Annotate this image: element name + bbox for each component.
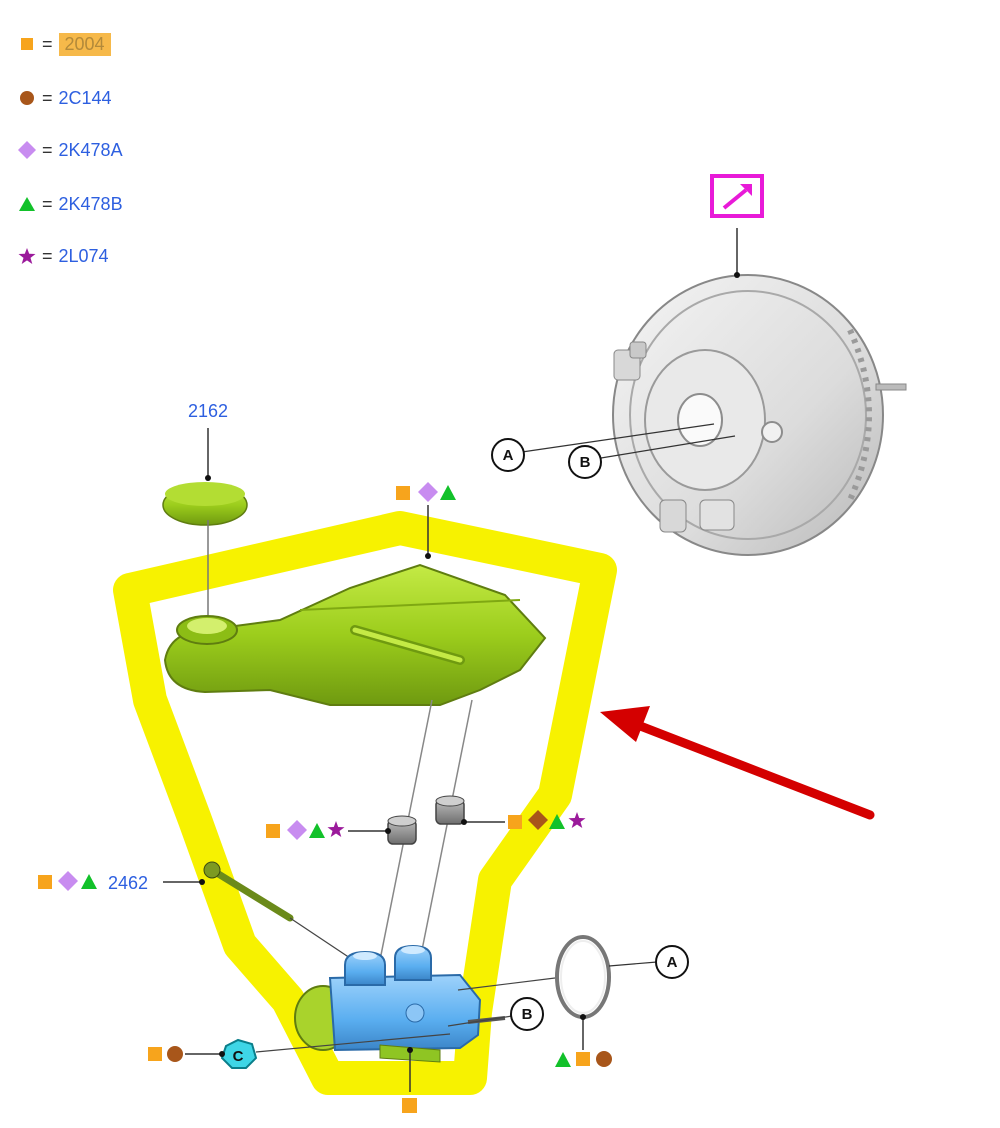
part-label-2162[interactable]: 2162 xyxy=(188,401,228,421)
legend-row-2c144: = 2C144 xyxy=(14,86,112,110)
callout-b-cylinder: B xyxy=(510,997,544,1031)
grommet-right-callout xyxy=(461,810,586,830)
callout-b-label: B xyxy=(580,454,591,471)
grommet-left-callout xyxy=(266,820,391,840)
o-ring-callout-symbols xyxy=(555,1051,612,1067)
callout-b-booster: B xyxy=(568,435,736,479)
callout-a-oring: A xyxy=(655,945,689,979)
brake-sensor-rod[interactable] xyxy=(203,861,351,959)
callout-c-label: C xyxy=(233,1048,244,1065)
reservoir-callout-symbols xyxy=(396,482,456,559)
part-label-2462[interactable]: 2462 xyxy=(108,873,148,893)
circle-symbol-icon xyxy=(14,90,40,106)
sensor-2462-callout xyxy=(38,871,97,891)
bottom-callout-square-icon xyxy=(402,1098,417,1113)
master-cylinder[interactable] xyxy=(294,944,506,1063)
legend-row-2k478b: = 2K478B xyxy=(14,192,123,216)
reservoir-cap[interactable] xyxy=(162,482,248,526)
o-ring-seal[interactable] xyxy=(555,935,611,1019)
callout-a-label: A xyxy=(503,447,514,464)
legend-row-2k478a: = 2K478A xyxy=(14,138,123,162)
diamond-symbol-icon xyxy=(14,140,40,160)
highlight-outline xyxy=(113,511,617,1095)
triangle-symbol-icon xyxy=(14,196,40,212)
legend-code-2c144[interactable]: 2C144 xyxy=(58,87,112,108)
grommet-left[interactable] xyxy=(387,815,417,845)
legend-equals: = xyxy=(42,33,53,54)
callout-a-booster: A xyxy=(491,423,715,472)
brake-booster[interactable] xyxy=(612,228,907,556)
legend-equals: = xyxy=(42,139,53,160)
star-symbol-icon xyxy=(14,247,40,265)
nut-callout-symbols xyxy=(148,1046,225,1062)
legend-equals: = xyxy=(42,245,53,266)
legend-code-2k478a[interactable]: 2K478A xyxy=(58,139,123,160)
arrow-link-icon[interactable] xyxy=(710,174,764,218)
legend-code-2l074[interactable]: 2L074 xyxy=(58,245,109,266)
callout-nut-c[interactable]: C xyxy=(220,1038,258,1069)
legend-row-2004: = 2004 xyxy=(14,32,111,56)
grommet-right[interactable] xyxy=(435,795,465,825)
legend-equals: = xyxy=(42,193,53,214)
legend-row-2l074: = 2L074 xyxy=(14,244,109,268)
brake-fluid-reservoir[interactable] xyxy=(163,563,547,706)
callout-a-label: A xyxy=(667,954,678,971)
square-symbol-icon xyxy=(14,36,40,52)
legend-equals: = xyxy=(42,87,53,108)
legend-code-2004[interactable]: 2004 xyxy=(58,32,111,56)
pointer-arrow xyxy=(600,706,875,820)
legend-code-2k478b[interactable]: 2K478B xyxy=(58,193,123,214)
callout-b-label: B xyxy=(522,1006,533,1023)
